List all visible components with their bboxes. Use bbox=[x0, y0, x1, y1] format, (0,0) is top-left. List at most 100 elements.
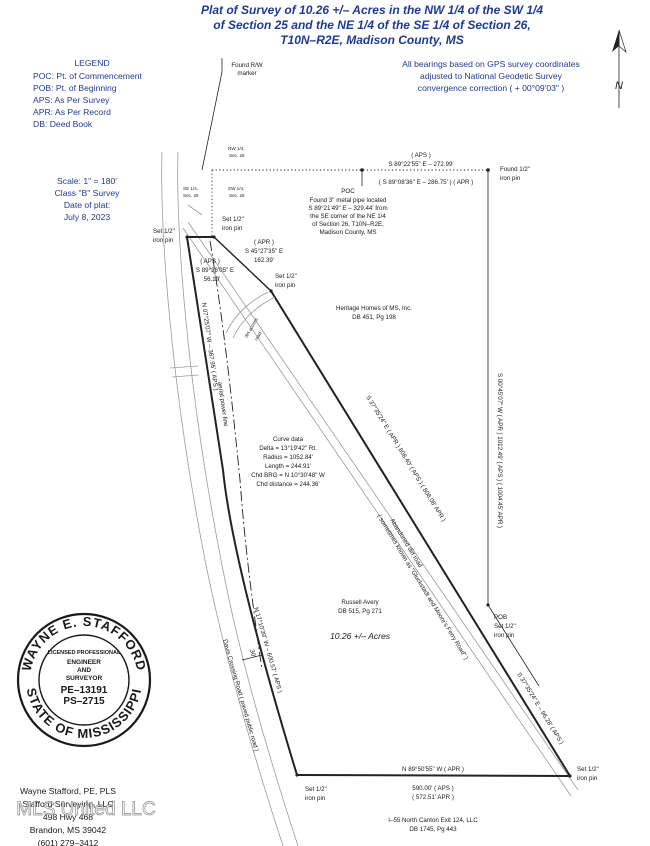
curve-data: Delta = 13°19'42" Rt. bbox=[259, 445, 317, 452]
surveyor-seal: WAYNE E. STAFFORD STATE OF MISSISSIPPI L… bbox=[16, 612, 152, 748]
set-pin-label: Set 1/2" bbox=[222, 216, 244, 223]
poc-label: POC bbox=[341, 188, 355, 195]
seal-line-2: ENGINEER bbox=[67, 659, 101, 666]
mls-watermark: MLS United LLC bbox=[16, 799, 155, 820]
poc-desc: S 89°21'49" E – 329.44' from bbox=[308, 205, 387, 212]
curve-data: Chd distance = 244.36' bbox=[256, 481, 319, 488]
set-pin-label: iron pin bbox=[577, 775, 598, 782]
aerial-power-line-label: aerial power line bbox=[216, 381, 229, 427]
pin-marker bbox=[212, 235, 216, 239]
pin-marker bbox=[360, 168, 364, 172]
legend-item: POC: Pt. of Commencement bbox=[33, 71, 143, 81]
found-ne-pin: iron pin bbox=[500, 175, 521, 182]
pin-marker bbox=[486, 168, 490, 172]
dirt-road-label: road bbox=[254, 331, 263, 342]
bearings-note: All bearings based on GPS survey coordin… bbox=[402, 59, 580, 93]
property-boundary bbox=[186, 170, 571, 777]
pin-marker bbox=[295, 773, 299, 777]
seal-line-4: SURVEYOR bbox=[66, 675, 103, 682]
seal-pe: PE–13191 bbox=[61, 685, 108, 696]
dim-30-label: 30' bbox=[248, 649, 257, 659]
north-arrow-icon: N bbox=[612, 29, 627, 108]
legend-heading: LEGEND bbox=[74, 58, 109, 68]
set-pin-label: iron pin bbox=[305, 795, 326, 802]
i55-deed: DB 1745, Pg 443 bbox=[409, 826, 457, 833]
abandoned-road-edges bbox=[182, 221, 579, 797]
set-pin-label: Set 1/2" bbox=[305, 786, 327, 793]
pob-pin: Set 1/2" bbox=[494, 623, 516, 630]
scale-info: Scale: 1" = 180' Class "B" Survey Date o… bbox=[55, 176, 121, 222]
poc-desc: the SE corner of the NE 1/4 bbox=[310, 213, 386, 220]
title-line-3: T10N–R2E, Madison County, MS bbox=[280, 33, 464, 47]
title-block: Plat of Survey of 10.26 +/– Acres in the… bbox=[201, 3, 543, 47]
bottom-apr-distance: ( 572.51' APR ) bbox=[412, 794, 454, 801]
set-pin-label: Set 1/2" bbox=[275, 273, 297, 280]
found-ne-pin: Found 1/2" bbox=[500, 166, 530, 173]
legend-item: DB: Deed Book bbox=[33, 119, 93, 129]
seal-line-3: AND bbox=[77, 667, 91, 674]
surveyor-phone: (601) 279–3412 bbox=[38, 838, 99, 846]
bearings-note-line-1: All bearings based on GPS survey coordin… bbox=[402, 59, 580, 69]
nw-quarter-label: Sec. 25 bbox=[229, 153, 245, 158]
bottom-apr-bearing: N 89°50'55" W ( APR ) bbox=[402, 766, 464, 773]
poc-desc: of Section 26, T10N–R2E, bbox=[312, 221, 384, 228]
nw-quarter-label: NW 1/4, bbox=[228, 146, 245, 151]
surveyor-city: Brandon, MS 39042 bbox=[30, 825, 107, 835]
pob-label: POB bbox=[494, 614, 507, 621]
poc-desc: Found 3" metal pipe located bbox=[310, 197, 387, 204]
heritage-owner: Heritage Homes of MS, Inc. bbox=[336, 305, 412, 312]
pin-marker bbox=[269, 289, 273, 293]
seal-ps: PS–2715 bbox=[63, 696, 105, 707]
curve-data: Chd BRG = N 10°30'48" W bbox=[251, 472, 325, 479]
russell-deed: DB 515, Pg 271 bbox=[338, 608, 382, 615]
top-aps-label: ( APS ) bbox=[411, 152, 431, 159]
apr-upper-bearing: S 45°27'35" E bbox=[245, 248, 283, 255]
title-line-2: of Section 25 and the NE 1/4 of the SE 1… bbox=[213, 18, 530, 32]
pin-marker bbox=[568, 774, 572, 778]
dim-30-marker: 30' bbox=[241, 649, 263, 661]
set-pin-label: Set 1/2" bbox=[153, 228, 175, 235]
dirt-access-road bbox=[225, 291, 276, 339]
corner-markers bbox=[185, 168, 572, 778]
surveyor-address: 498 Hwy 468 bbox=[43, 812, 93, 822]
diagonal-bearing: S 37°35'24" E ( APR ) 808.40' ( APS ) ( … bbox=[364, 394, 447, 523]
acreage-label: 10.26 +/– Acres bbox=[330, 631, 391, 641]
surveyor-company: Stafford Surveying, LLC bbox=[22, 799, 113, 809]
top-aps-bearing: S 89°22'55" E – 272.99' bbox=[388, 161, 453, 168]
pin-marker bbox=[185, 235, 189, 239]
davis-crossing-road-edges bbox=[161, 151, 299, 846]
seal-line-1: LICENSED PROFESSIONAL bbox=[48, 650, 121, 656]
legend-item: APR: As Per Record bbox=[33, 107, 111, 117]
aps-short-label: ( APS ) bbox=[200, 258, 220, 265]
scale-line-2: Class "B" Survey bbox=[55, 188, 121, 198]
north-arrow-label: N bbox=[615, 80, 623, 92]
se-quarter-label: Sec. 26 bbox=[183, 193, 199, 198]
set-pin-label: iron pin bbox=[275, 282, 296, 289]
title-line-1: Plat of Survey of 10.26 +/– Acres in the… bbox=[201, 3, 543, 17]
legend-item: APS: As Per Survey bbox=[33, 95, 110, 105]
bearings-note-line-2: adjusted to National Geodetic Survey bbox=[420, 71, 563, 81]
scale-line-3: Date of plat: bbox=[64, 200, 110, 210]
russell-owner: Russell Avery bbox=[341, 599, 379, 606]
surveyor-block: Wayne Stafford, PE, PLS Stafford Surveyi… bbox=[20, 786, 116, 846]
set-pin-label: Set 1/2" bbox=[577, 766, 599, 773]
aps-short-distance: 56.10' bbox=[204, 276, 221, 283]
apr-upper-distance: 162.39' bbox=[254, 257, 274, 264]
top-apr-bearing: ( S 89°08'36" E – 286.75' ) ( APR ) bbox=[379, 179, 473, 186]
curve-data: Length = 244.91' bbox=[265, 463, 311, 470]
sw-quarter-label: Sec. 25 bbox=[229, 193, 245, 198]
set-pin-label: iron pin bbox=[222, 225, 243, 232]
sw-quarter-label: SW 1/4, bbox=[228, 186, 244, 191]
bearings-note-line-3: convergence correction ( + 00°09'03" ) bbox=[418, 83, 565, 93]
east-side-bearing: S 00°45'07" W ( APR ) 1012.49' ( APS ) (… bbox=[496, 373, 503, 528]
apr-upper-label: ( APR ) bbox=[254, 239, 274, 246]
curve-data: Radius = 1052.84' bbox=[263, 454, 313, 461]
legend: LEGEND POC: Pt. of Commencement POB: Pt.… bbox=[33, 58, 143, 129]
aerial-power-line bbox=[209, 240, 263, 671]
heritage-deed: DB 451, Pg 198 bbox=[352, 314, 396, 321]
section-lines bbox=[201, 58, 488, 237]
pob-pin: iron pin bbox=[494, 632, 515, 639]
poc-desc: Madison County, MS bbox=[320, 229, 377, 236]
bottom-aps-distance: 590.00' ( APS ) bbox=[412, 785, 453, 792]
